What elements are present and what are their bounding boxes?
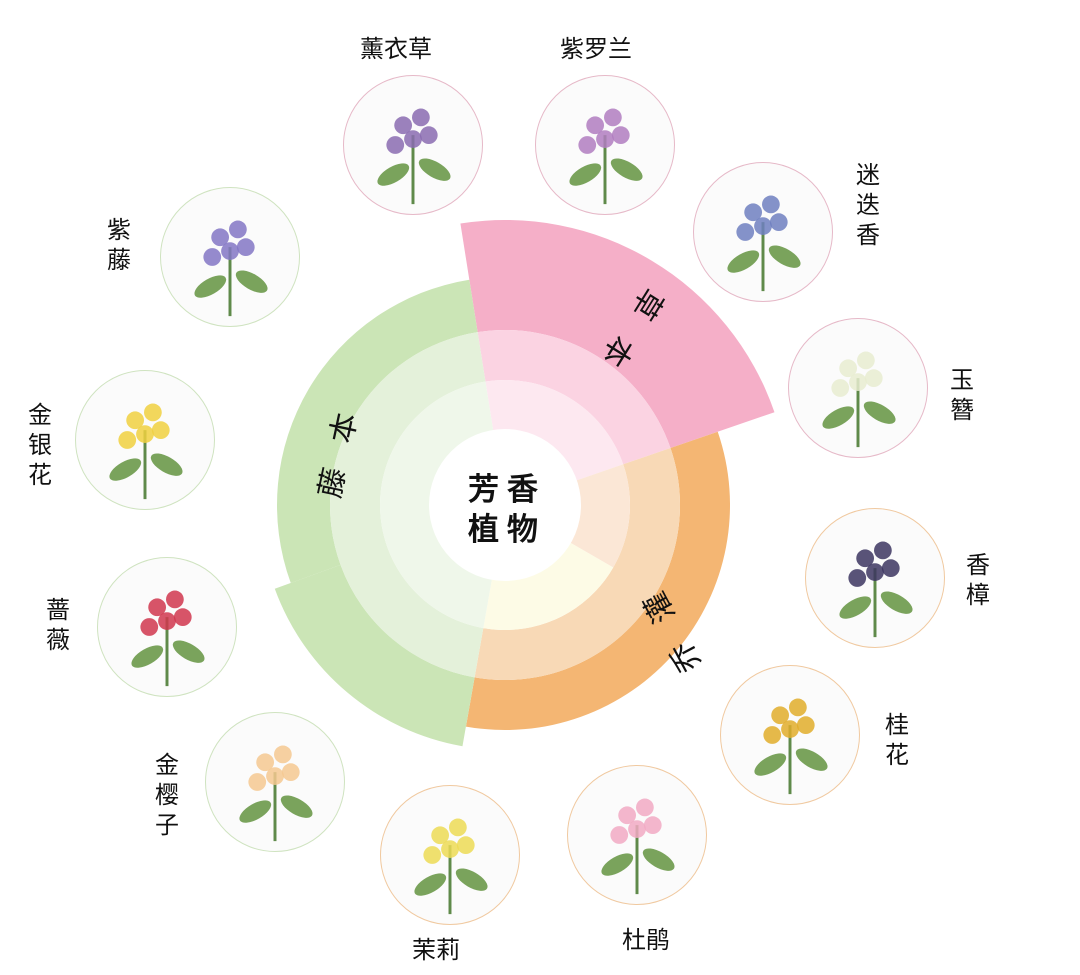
plant-illustration (75, 370, 215, 510)
center-title: 芳香植物 (468, 472, 546, 548)
plant-illustration (380, 785, 520, 925)
plant-illustration (788, 318, 928, 458)
plant-illustration (97, 557, 237, 697)
flower-icon (822, 351, 896, 448)
plant-illustration (567, 765, 707, 905)
plant-name: 蔷薇 (46, 596, 70, 654)
plant-illustration (535, 75, 675, 215)
flower-icon (414, 818, 488, 915)
tree-ring-inner (569, 464, 630, 568)
flower-icon (754, 698, 828, 795)
vine-sector-upper (277, 279, 478, 583)
center-circle (429, 429, 581, 581)
flower-icon (569, 108, 643, 205)
flower-icon (131, 590, 205, 687)
plant-illustration (343, 75, 483, 215)
herb-sector (460, 219, 775, 449)
plant-name: 玉簪 (950, 366, 974, 424)
flower-icon (727, 195, 801, 292)
plant-name: 杜鹃 (622, 926, 670, 954)
plant-name: 茉莉 (412, 936, 460, 964)
plant-illustration (720, 665, 860, 805)
flower-icon (239, 745, 313, 842)
plant-name: 薰衣草 (360, 35, 432, 63)
plant-name: 紫罗兰 (560, 35, 632, 63)
plant-illustration (205, 712, 345, 852)
plant-name: 金银花 (28, 401, 52, 489)
shrub-ring-inner (483, 542, 614, 630)
plant-name: 紫藤 (107, 216, 131, 274)
plant-name: 迷迭香 (856, 161, 880, 249)
herb-ring-inner (485, 380, 624, 481)
herb-ring-mid (477, 330, 671, 465)
vine-ring-mid (329, 332, 486, 678)
tree-shrub-sector (465, 431, 730, 730)
plant-name: 香樟 (966, 551, 990, 609)
plant-illustration (805, 508, 945, 648)
plant-illustration (693, 162, 833, 302)
flower-icon (194, 220, 268, 317)
plant-name: 桂花 (885, 711, 909, 769)
vine-ring-inner (380, 381, 494, 629)
plant-name: 金樱子 (155, 751, 179, 839)
flower-icon (839, 541, 913, 638)
flower-icon (601, 798, 675, 895)
tree-ring-mid (474, 448, 680, 680)
flower-icon (109, 403, 183, 500)
flower-icon (377, 108, 451, 205)
plant-illustration (160, 187, 300, 327)
vine-sector-lower (274, 564, 475, 747)
